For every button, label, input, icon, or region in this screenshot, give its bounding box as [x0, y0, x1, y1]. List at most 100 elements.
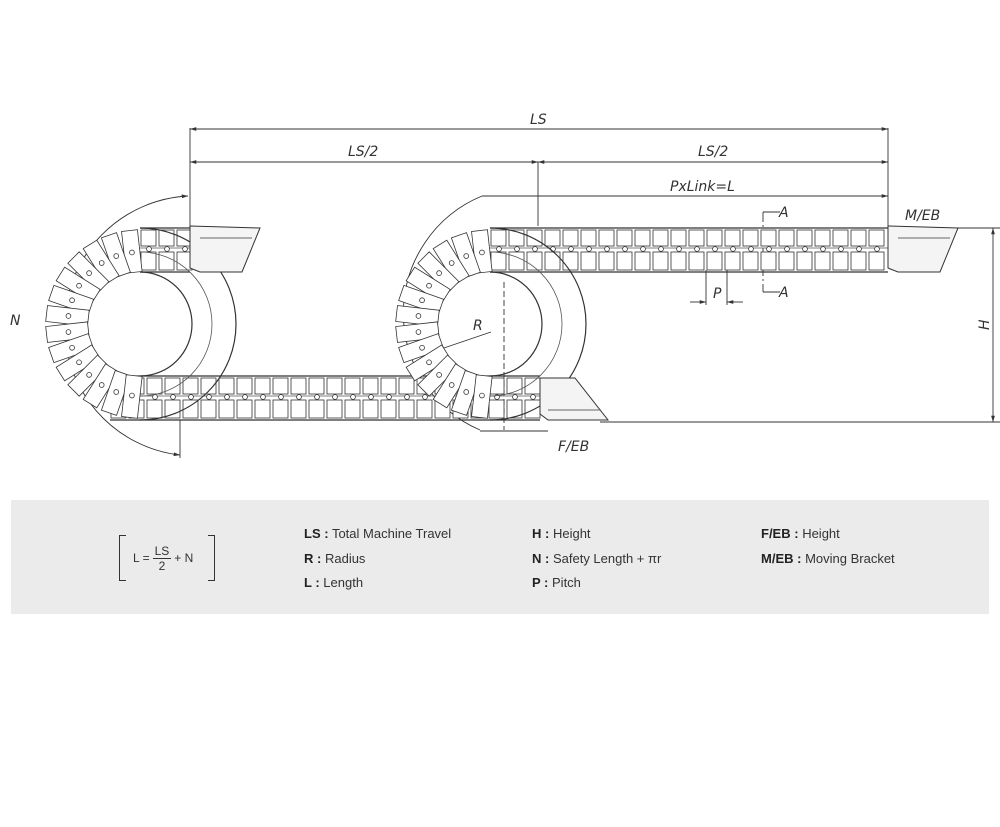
formula-expression: L = LS 2 + N: [133, 541, 193, 575]
chain-link: [652, 229, 669, 247]
link-pin: [182, 246, 188, 252]
legend-column-3: F/EB : Height M/EB : Moving Bracket: [761, 526, 895, 575]
chain-link: [218, 377, 235, 395]
formula-numerator: LS: [152, 543, 172, 559]
link-pin: [784, 246, 790, 252]
chain-link: [236, 377, 253, 395]
chain-link: [164, 377, 181, 395]
link-pin: [496, 246, 502, 252]
chain-link: [398, 377, 415, 395]
chain-link: [416, 399, 433, 419]
chain-link: [796, 251, 813, 271]
chain-link: [254, 399, 271, 419]
safety-length-label: N: [10, 313, 21, 329]
chain-bend-left: [45, 227, 237, 421]
link-pin: [404, 394, 410, 400]
link-pin: [712, 246, 718, 252]
chain-link: [814, 229, 831, 247]
upper-left-bracket-shape: [189, 225, 261, 273]
section-a-bottom-label: A: [778, 285, 789, 301]
chain-link: [580, 229, 597, 247]
link-pin: [856, 246, 862, 252]
chain-link: [634, 251, 651, 271]
chain-link: [706, 251, 723, 271]
link-pin: [622, 246, 628, 252]
chain-link: [724, 229, 741, 247]
chain-link: [140, 251, 157, 271]
chain-link: [398, 399, 415, 419]
chain-edge: [489, 251, 563, 397]
chain-link: [652, 251, 669, 271]
chain-link: [634, 229, 651, 247]
moving-bracket-shape: [887, 225, 959, 273]
chain-edge: [139, 227, 237, 421]
link-pin: [448, 382, 455, 388]
link-pin: [386, 394, 392, 400]
link-pin: [422, 394, 428, 400]
link-pin: [76, 282, 82, 289]
chain-link: [524, 399, 541, 419]
chain-link: [218, 399, 235, 419]
pitch-label: P: [713, 286, 722, 302]
link-pin: [164, 246, 170, 252]
chain-link: [850, 229, 867, 247]
legend-item: P : Pitch: [532, 575, 581, 590]
chain-link: [742, 251, 759, 271]
chain-link: [506, 399, 523, 419]
chain-link: [832, 229, 849, 247]
link-pin: [532, 246, 538, 252]
link-pin: [86, 372, 92, 378]
chain-edge: [489, 227, 587, 421]
chain-link: [488, 399, 505, 419]
formula-rhs: + N: [174, 551, 194, 565]
moving-bracket-label: M/EB: [905, 208, 940, 224]
link-pin: [820, 246, 826, 252]
link-pin: [65, 329, 72, 335]
link-pin: [479, 392, 485, 399]
fixed-bracket-label: F/EB: [558, 439, 589, 455]
link-pin: [314, 394, 320, 400]
link-pin: [530, 394, 536, 400]
chain-link: [182, 399, 199, 419]
chain-link: [146, 377, 163, 395]
link-pin: [568, 246, 574, 252]
chain-bend-right: [395, 227, 587, 421]
chain-link: [290, 377, 307, 395]
chain-link: [164, 399, 181, 419]
chain-link: [670, 251, 687, 271]
link-pin: [463, 253, 470, 259]
link-pin: [113, 389, 120, 395]
chain-link: [508, 229, 525, 247]
chain-link: [158, 251, 175, 271]
link-pin: [874, 246, 880, 252]
radius-label: R: [473, 318, 483, 334]
link-pin: [278, 394, 284, 400]
link-pin: [332, 394, 338, 400]
chain-link: [850, 251, 867, 271]
link-pin: [640, 246, 646, 252]
link-pin: [65, 313, 72, 319]
chain-link: [362, 377, 379, 395]
chain-edge: [139, 251, 213, 397]
legend-item: F/EB : Height: [761, 526, 840, 541]
link-pin: [730, 246, 736, 252]
link-pin: [415, 329, 422, 335]
length-formula: L = LS 2 + N: [119, 535, 215, 581]
link-pin: [676, 246, 682, 252]
formula-bracket-right: [208, 535, 215, 581]
link-pin: [419, 297, 425, 304]
chain-link: [760, 251, 777, 271]
link-pin: [76, 359, 82, 366]
link-pin: [415, 313, 422, 319]
legend-item: M/EB : Moving Bracket: [761, 550, 895, 566]
chain-link: [688, 251, 705, 271]
chain-link: [182, 377, 199, 395]
chain-link: [616, 229, 633, 247]
chain-link: [308, 399, 325, 419]
link-pin: [514, 246, 520, 252]
link-pin: [242, 394, 248, 400]
chain-link: [254, 377, 271, 395]
chain-link: [380, 377, 397, 395]
link-pin: [129, 249, 135, 256]
chain-link: [308, 377, 325, 395]
